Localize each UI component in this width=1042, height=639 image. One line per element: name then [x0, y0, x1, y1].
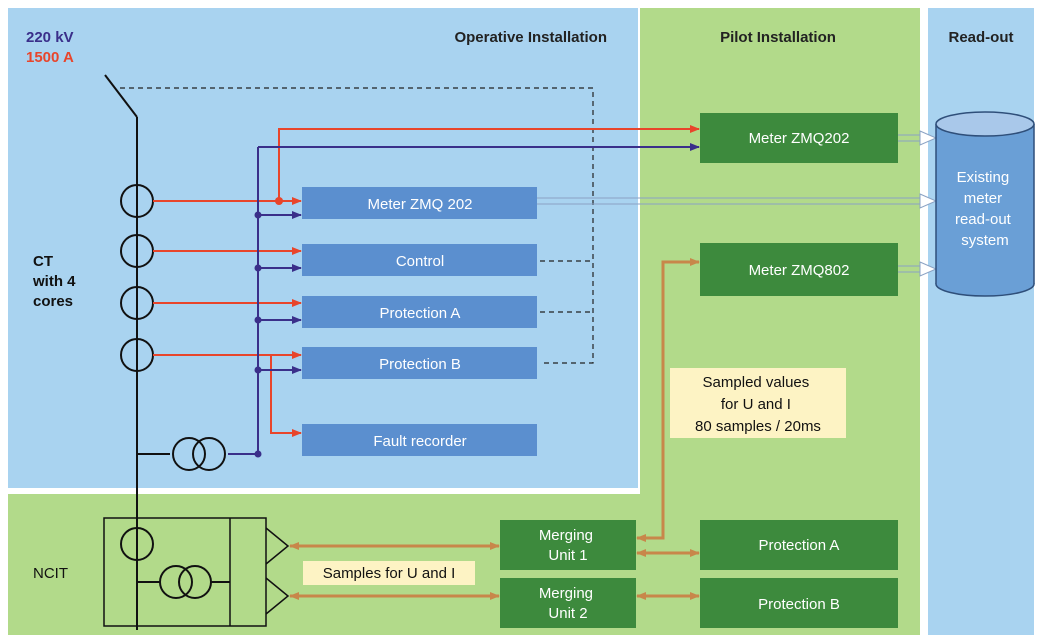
- ncit-wedge-bottom: [265, 577, 290, 615]
- ncit-label: NCIT: [33, 565, 68, 582]
- pilot-protection-b-box: [700, 578, 898, 628]
- ct-label-line-3: cores: [33, 293, 73, 310]
- current-label: 1500 A: [26, 49, 74, 66]
- readout-zone: [928, 8, 1034, 635]
- samples-note: Samples for U and I: [323, 565, 456, 582]
- control-label: Control: [396, 253, 444, 270]
- mu1-line-2: Unit 1: [548, 547, 587, 564]
- pilot-protection-b-label: Protection B: [758, 596, 840, 613]
- meter-zmq202-pilot-label: Meter ZMQ202: [749, 130, 850, 147]
- ct-label-line-1: CT: [33, 253, 53, 270]
- ct-label-line-2: with 4: [32, 273, 76, 290]
- fault-recorder-label: Fault recorder: [373, 433, 466, 450]
- sampled-values-note-bg: [670, 368, 846, 438]
- ncit-frame: [103, 517, 267, 627]
- operative-zone-title: Operative Installation: [454, 29, 607, 46]
- hollow-arrow-zmq202-to-readout: [898, 130, 938, 146]
- readout-line-4: system: [961, 232, 1009, 249]
- merging-unit-1-label: Merging Unit 1: [539, 527, 597, 564]
- protection-a-label: Protection A: [380, 305, 461, 322]
- readout-system-label: Existing meter read-out system: [955, 169, 1015, 249]
- samples-note-bg: [303, 561, 475, 585]
- purple-dot-2: [254, 264, 262, 272]
- sampled-note-line-2: for U and I: [721, 396, 791, 413]
- fault-recorder-box: [302, 424, 537, 456]
- switch-blade: [104, 74, 138, 118]
- purple-dot-1: [254, 211, 262, 219]
- readout-zone-title: Read-out: [949, 29, 1014, 46]
- red-line-to-pilot-meter: [278, 125, 700, 201]
- mu2-line-1: Merging: [539, 585, 593, 602]
- hollow-arrow-zmq802-to-readout: [898, 261, 938, 277]
- red-junction-dot: [275, 197, 283, 205]
- control-box: [302, 244, 537, 276]
- readout-line-3: read-out: [955, 211, 1012, 228]
- pilot-protection-a-box: [700, 520, 898, 570]
- voltage-label: 220 kV: [26, 29, 74, 46]
- meter-zmq802-box: [700, 243, 898, 296]
- protection-b-box: [302, 347, 537, 379]
- bidir-mu1-to-zmq802: [636, 258, 700, 542]
- meter-zmq802-label: Meter ZMQ802: [749, 262, 850, 279]
- readout-line-2: meter: [964, 190, 1002, 207]
- ncit-wedge-top: [265, 527, 290, 565]
- ncit-vt-left-coil-icon: [159, 565, 193, 599]
- mu1-line-1: Merging: [539, 527, 593, 544]
- meter-zmq-202-box: [302, 187, 537, 219]
- ncit-ct-icon: [120, 527, 154, 561]
- red-line-to-fault-recorder: [270, 355, 302, 437]
- dashed-switch-control-line: [120, 87, 594, 364]
- ct-label: CT with 4 cores: [32, 253, 80, 310]
- merging-unit-1-box: [500, 520, 636, 570]
- pilot-protection-a-label: Protection A: [759, 537, 840, 554]
- readout-cylinder-icon: [935, 111, 1035, 297]
- protection-b-label: Protection B: [379, 356, 461, 373]
- readout-line-1: Existing: [957, 169, 1010, 186]
- sampled-note-line-3: 80 samples / 20ms: [695, 418, 821, 435]
- protection-a-box: [302, 296, 537, 328]
- sampled-note-line-1: Sampled values: [703, 374, 810, 391]
- merging-unit-2-label: Merging Unit 2: [539, 585, 597, 622]
- sampled-values-note: Sampled values for U and I 80 samples / …: [695, 374, 821, 435]
- purple-dot-4: [254, 366, 262, 374]
- purple-dot-5: [254, 450, 262, 458]
- meter-zmq202-pilot-box: [700, 113, 898, 163]
- hollow-arrow-meter-op-to-readout: [537, 193, 938, 209]
- vt-right-coil-icon: [192, 437, 226, 471]
- merging-unit-2-box: [500, 578, 636, 628]
- meter-zmq-202-label: Meter ZMQ 202: [367, 196, 472, 213]
- pilot-zone-title: Pilot Installation: [720, 29, 836, 46]
- mu2-line-2: Unit 2: [548, 605, 587, 622]
- vt-left-coil-icon: [172, 437, 206, 471]
- purple-dot-3: [254, 316, 262, 324]
